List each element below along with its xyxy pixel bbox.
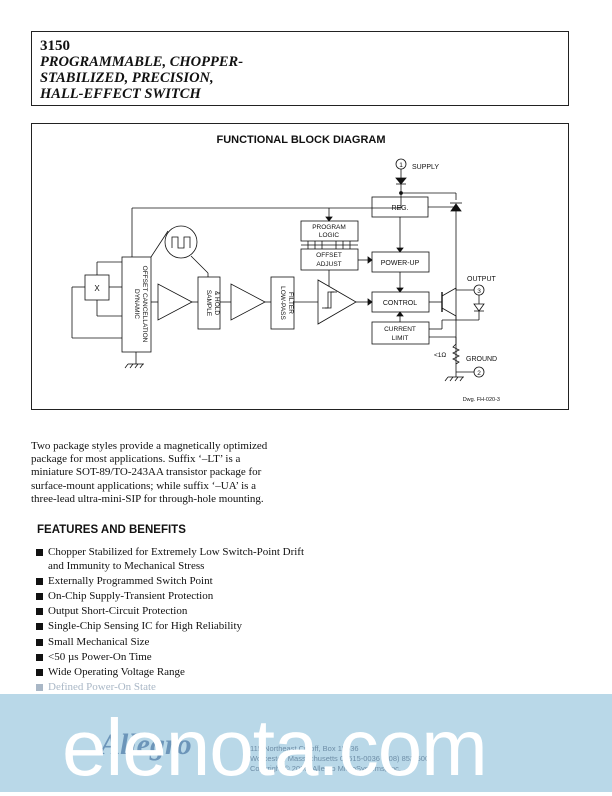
block-diagram-svg: FUNCTIONAL BLOCK DIAGRAM 1 SUPPLY REG. P… [71,134,500,403]
program-logic-label-1: PROGRAM [312,224,346,231]
offset-adjust-label-1: OFFSET [316,252,342,259]
company-logo: Allegro [100,728,192,761]
sense-resistor [452,337,460,372]
title-line-1: PROGRAMMABLE, CHOPPER- [40,54,244,70]
features-list: Chopper Stabilized for Extremely Low Swi… [36,546,316,696]
drawing-number: Dwg. FH-020-3 [463,397,500,403]
sample-hold-label-1: SAMPLE [205,290,212,317]
hall-element-label: X [94,284,100,293]
offset-adjust-label-2: ADJUST [316,261,341,268]
clock-oscillator [164,225,198,259]
bullet-square-icon [36,638,43,646]
feature-item: <50 µs Power-On Time [36,651,316,665]
footer-address: 115 Northeast Cutoff, Box 15036 Worceste… [250,744,434,773]
title-box: 3150 PROGRAMMABLE, CHOPPER- STABILIZED, … [31,31,569,106]
clock-waveform [171,236,191,249]
diagram-title: FUNCTIONAL BLOCK DIAGRAM [216,134,385,146]
feature-item: Chopper Stabilized for Extremely Low Swi… [36,546,316,573]
feature-item: Output Short-Circuit Protection [36,605,316,619]
resistor-label: <1Ω [434,352,446,359]
current-limit-label-2: LIMIT [392,335,409,342]
feature-item: Wide Operating Voltage Range [36,666,316,680]
bullet-square-icon [36,623,43,631]
dynamic-label-2: OFFSET CANCELLATION [141,266,148,343]
sample-hold-label-2: & HOLD [213,291,220,316]
ground-label: GROUND [466,356,497,363]
schmitt-comparator [317,279,357,325]
title-line-3: HALL-EFFECT SWITCH [40,86,201,102]
program-logic-block [300,220,359,242]
amplifier-2 [230,283,266,321]
output-pin-number: 3 [477,288,481,295]
bullet-square-icon [36,577,43,585]
hysteresis-icon [322,291,334,309]
functional-block-diagram: FUNCTIONAL BLOCK DIAGRAM 1 SUPPLY REG. P… [31,123,569,410]
bullet-square-icon [36,608,43,616]
output-label: OUTPUT [467,276,497,283]
bullet-square-icon [36,668,43,676]
bullet-square-icon [36,653,43,661]
control-label: CONTROL [383,300,417,307]
current-limit-label-1: CURRENT [384,326,416,333]
current-limit-block [371,321,430,345]
feature-item: On-Chip Supply-Transient Protection [36,590,316,604]
bullet-square-icon [36,592,43,600]
features-heading: FEATURES AND BENEFITS [37,524,186,536]
low-pass-filter-block [270,276,295,330]
offset-adjust-block [300,248,359,271]
low-pass-label-1: LOW-PASS [279,286,286,320]
low-pass-label-2: FILTER [287,292,294,314]
part-number: 3150 [40,38,70,54]
feature-item: Single-Chip Sensing IC for High Reliabil… [36,620,316,634]
supply-pin-number: 1 [399,162,403,169]
bullet-square-icon [36,684,43,692]
feature-item: Defined Power-On State [36,681,316,695]
reg-label: REG. [391,205,408,212]
feature-item: Externally Programmed Switch Point [36,575,316,589]
amplifier-1 [157,283,193,321]
watermark: elenota.com [62,703,488,792]
package-description: Two package styles provide a magneticall… [31,440,268,505]
power-up-block [371,251,430,273]
output-zener [473,303,485,312]
supply-label: SUPPLY [412,164,439,171]
title-line-2: STABILIZED, PRECISION, [40,70,214,86]
dynamic-offset-cancellation-block [121,256,152,353]
feature-item: Small Mechanical Size [36,636,316,650]
sample-hold-block [197,276,221,330]
program-logic-label-2: LOGIC [319,232,340,239]
ground-pin [473,366,485,378]
supply-diode [395,177,407,185]
footer-band [0,694,612,792]
ground-pin-number: 2 [477,370,481,377]
zener-diode [450,203,462,212]
power-up-label: POWER-UP [381,260,420,267]
bullet-square-icon [36,549,43,556]
dynamic-label-1: DYNAMIC [133,289,140,319]
